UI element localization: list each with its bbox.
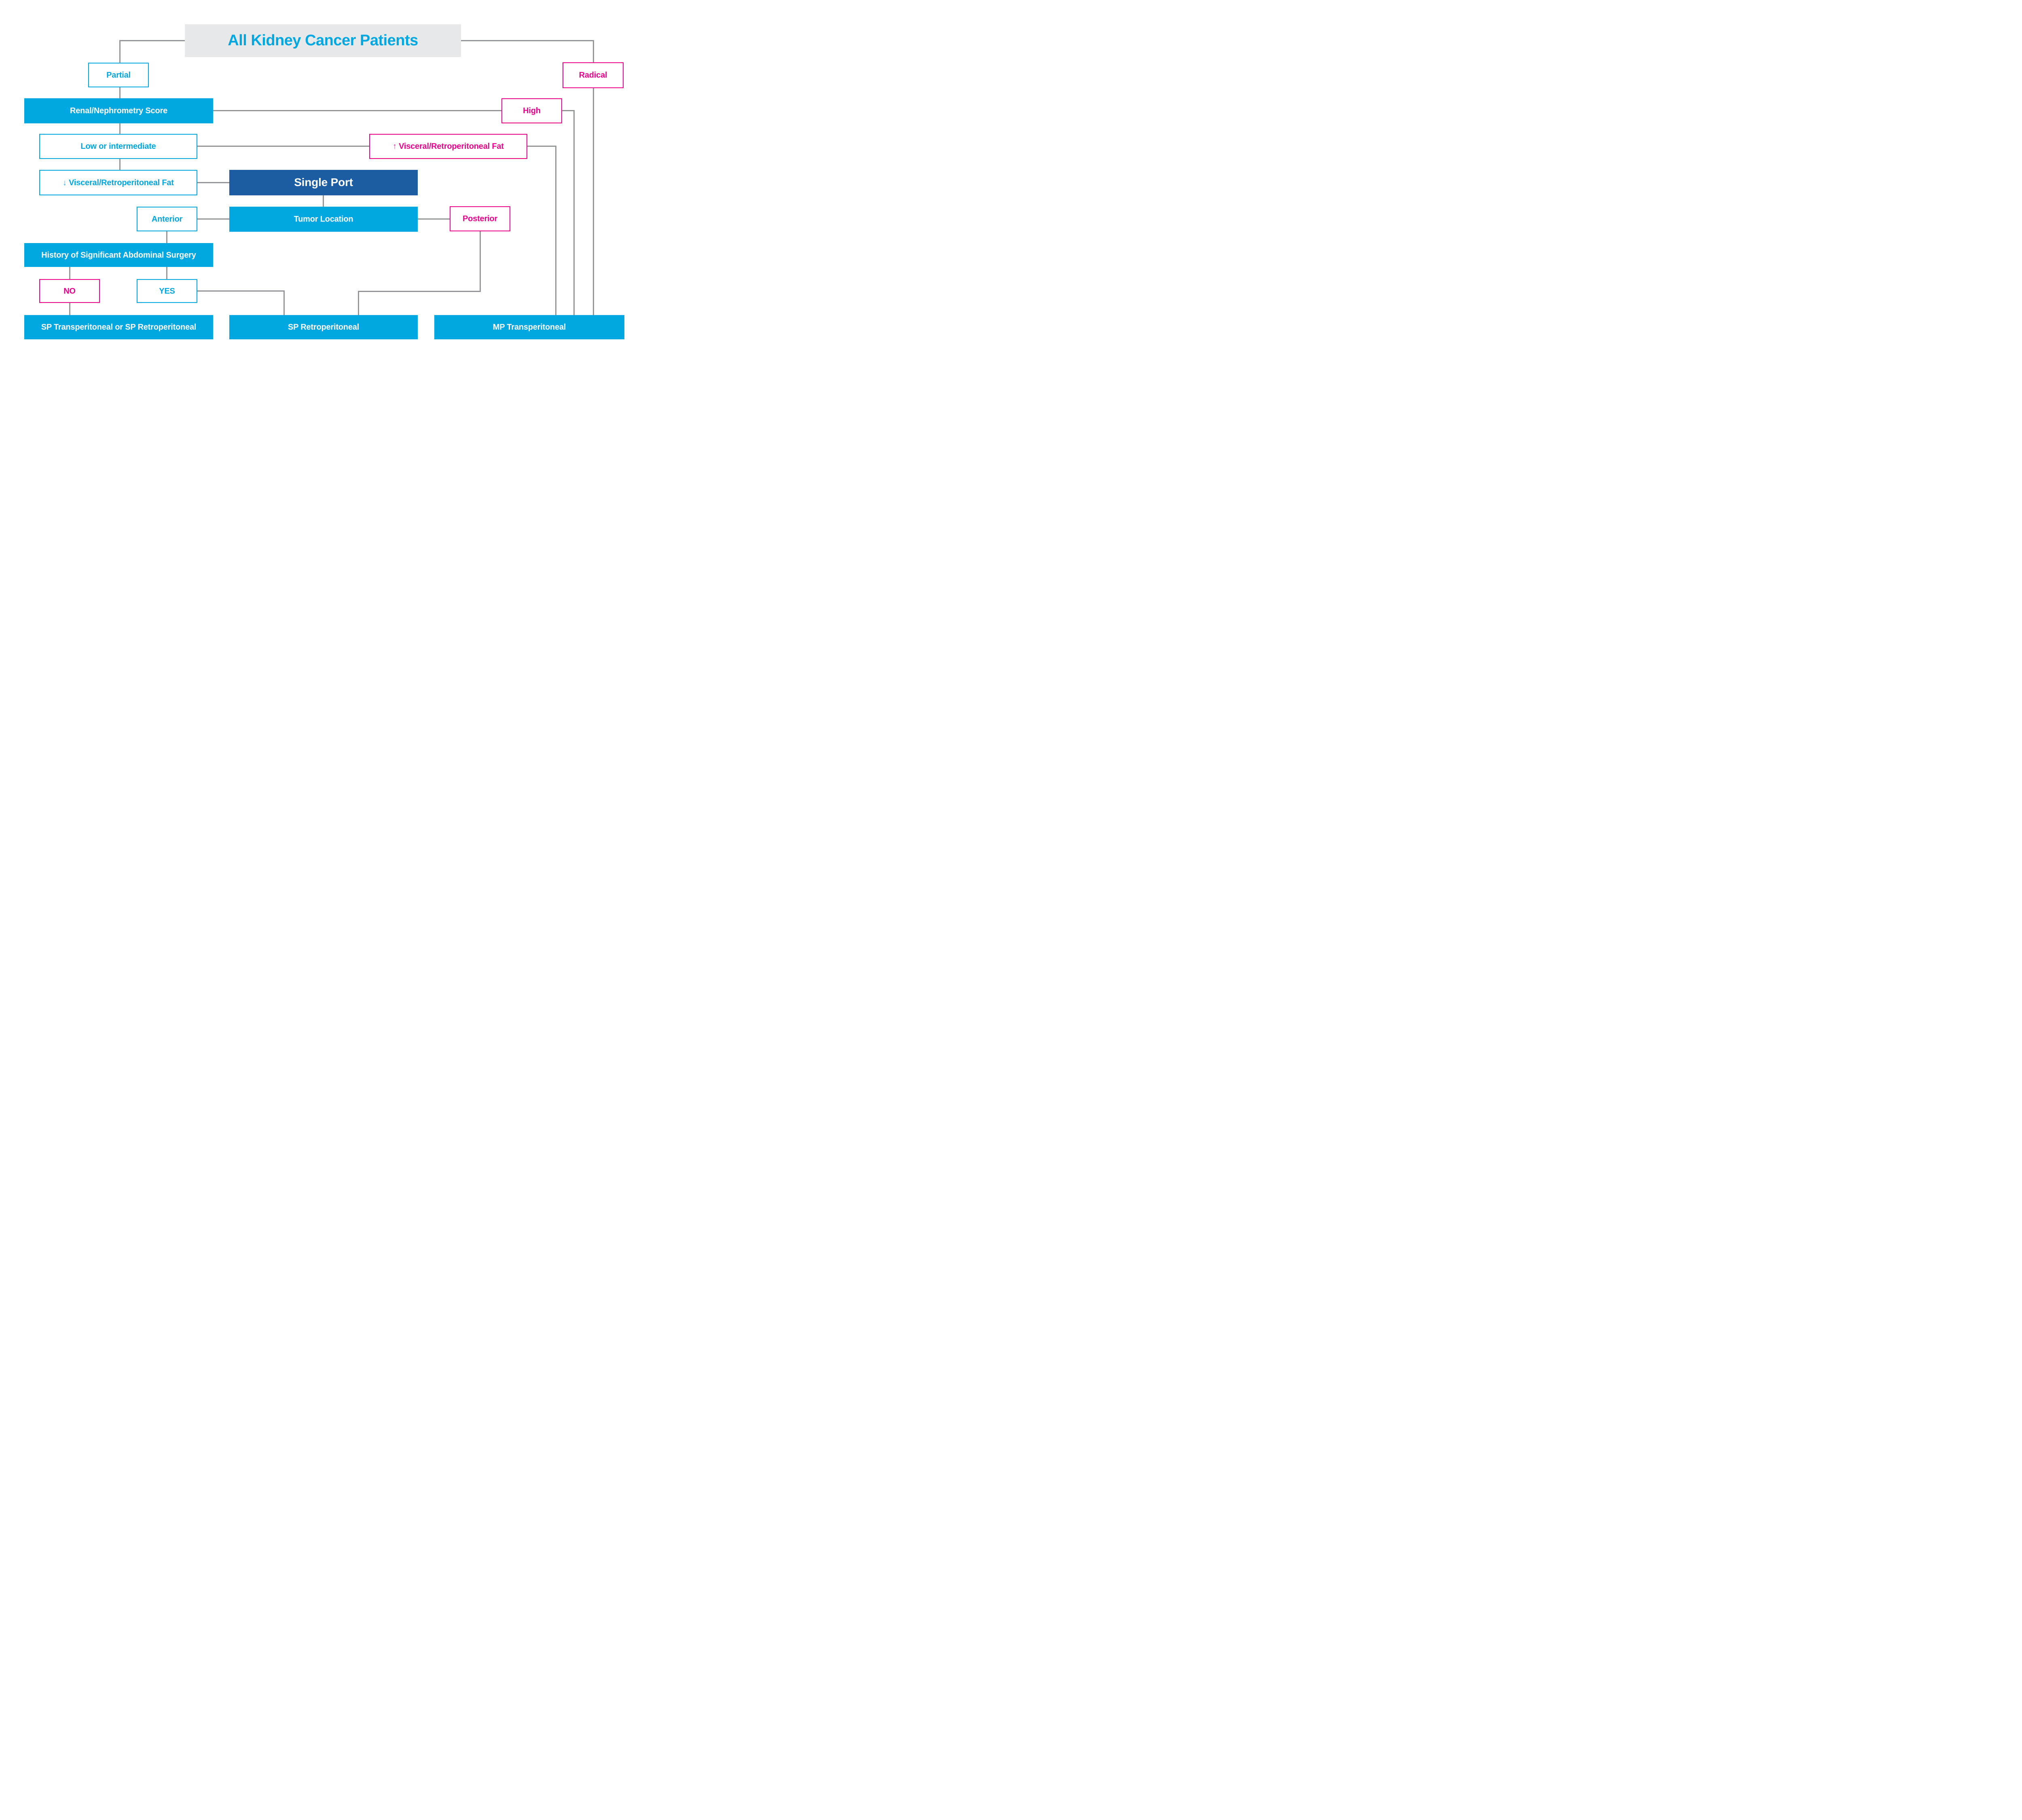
single-port-label: Single Port xyxy=(294,176,353,189)
connector-posterior-to-spretro-v xyxy=(358,291,359,315)
connector-high-elbow-h xyxy=(562,110,575,111)
history-surgery-label: History of Significant Abdominal Surgery xyxy=(41,250,196,260)
connector-no-to-sptrans-v xyxy=(69,303,70,315)
connector-history-to-no-v xyxy=(69,267,70,279)
connector-yes-elbow-h xyxy=(197,290,285,292)
connector-title-to-radical-h xyxy=(461,40,594,41)
node-radical: Radical xyxy=(563,62,624,88)
node-renal-nephrometry-score: Renal/Nephrometry Score xyxy=(24,98,213,123)
node-all-kidney-cancer-patients: All Kidney Cancer Patients xyxy=(185,24,461,57)
node-yes: YES xyxy=(137,279,197,303)
posterior-label: Posterior xyxy=(462,214,497,223)
radical-label: Radical xyxy=(579,71,607,80)
connector-downfat-to-singleport-h xyxy=(197,182,229,183)
tumor-location-label: Tumor Location xyxy=(294,215,353,224)
connector-low-to-upfat-h xyxy=(197,146,369,147)
node-increased-visceral-fat: ↑ Visceral/Retroperitoneal Fat xyxy=(369,134,527,159)
sp-trans-or-retro-label: SP Transperitoneal or SP Retroperitoneal xyxy=(41,323,197,332)
node-history-abdominal-surgery: History of Significant Abdominal Surgery xyxy=(24,243,213,267)
connector-singleport-to-tumor-v xyxy=(323,195,324,207)
high-label: High xyxy=(523,106,541,115)
yes-label: YES xyxy=(159,286,175,296)
increased-visceral-fat-label: Visceral/Retroperitoneal Fat xyxy=(399,142,504,151)
connector-renal-to-high-h xyxy=(213,110,501,111)
connector-upfat-to-mp-v xyxy=(555,146,556,315)
connector-yes-to-spretro-v xyxy=(283,290,285,315)
node-mp-transperitoneal: MP Transperitoneal xyxy=(434,315,624,339)
node-posterior: Posterior xyxy=(450,206,510,231)
connector-anterior-to-tumor-h xyxy=(197,218,229,220)
connector-tumor-to-posterior-h xyxy=(418,218,450,220)
no-label: NO xyxy=(63,286,76,296)
low-intermediate-label: Low or intermediate xyxy=(80,142,156,151)
partial-label: Partial xyxy=(106,70,131,80)
anterior-label: Anterior xyxy=(151,214,183,224)
node-single-port: Single Port xyxy=(229,170,418,195)
connector-upfat-elbow-h xyxy=(527,146,556,147)
connector-right-spine-v xyxy=(593,40,594,315)
connector-posterior-elbow-h xyxy=(358,291,481,292)
node-sp-transperitoneal-or-retroperitoneal: SP Transperitoneal or SP Retroperitoneal xyxy=(24,315,213,339)
mp-trans-label: MP Transperitoneal xyxy=(493,323,566,332)
node-decreased-visceral-fat: ↓ Visceral/Retroperitoneal Fat xyxy=(39,170,197,195)
node-anterior: Anterior xyxy=(137,207,197,231)
connector-anterior-to-history-v xyxy=(166,231,167,243)
connector-high-to-mp-v xyxy=(573,110,575,315)
decreased-visceral-fat-label: Visceral/Retroperitoneal Fat xyxy=(69,178,174,187)
connector-title-to-partial-h xyxy=(120,40,185,41)
down-arrow-icon: ↓ xyxy=(63,178,67,187)
up-arrow-icon: ↑ xyxy=(393,142,397,151)
connector-history-to-yes-v xyxy=(166,267,167,279)
node-high: High xyxy=(501,98,562,123)
node-low-or-intermediate: Low or intermediate xyxy=(39,134,197,159)
connector-posterior-down-v xyxy=(480,231,481,292)
renal-score-label: Renal/Nephrometry Score xyxy=(70,106,168,115)
node-tumor-location: Tumor Location xyxy=(229,207,418,232)
node-no: NO xyxy=(39,279,100,303)
node-sp-retroperitoneal: SP Retroperitoneal xyxy=(229,315,418,339)
title-label: All Kidney Cancer Patients xyxy=(228,32,418,49)
sp-retro-label: SP Retroperitoneal xyxy=(288,323,360,332)
flowchart: All Kidney Cancer Patients Partial Radic… xyxy=(0,0,647,364)
node-partial: Partial xyxy=(88,63,149,87)
